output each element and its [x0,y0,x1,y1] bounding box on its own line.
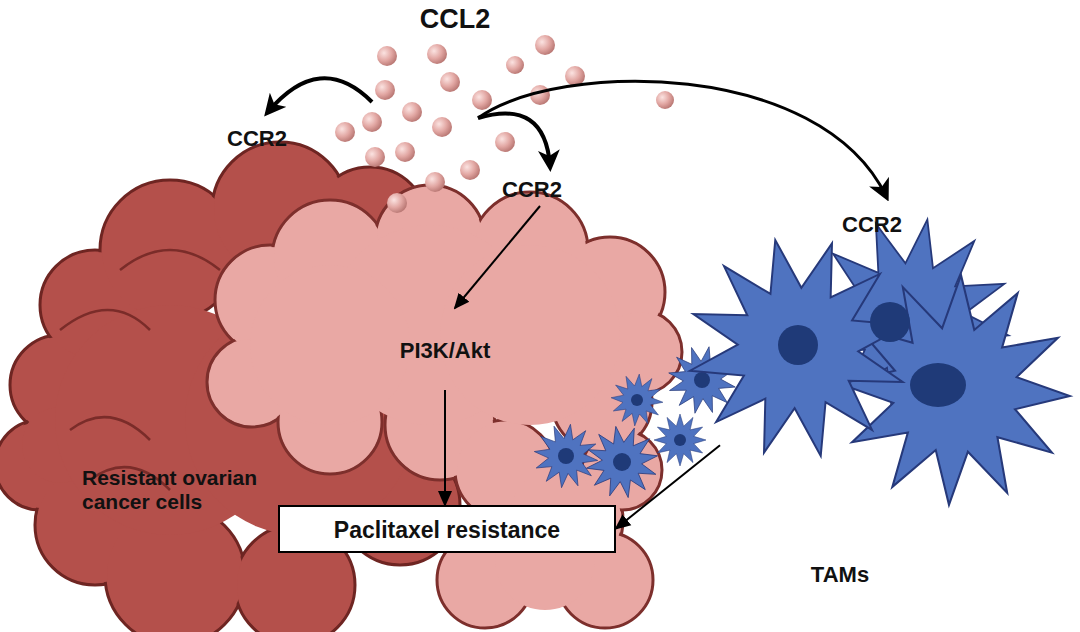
tam-cells [659,202,1075,511]
binding-arrows [268,78,886,308]
ligand-label: CCL2 [420,4,491,35]
node-text: Paclitaxel resistance [280,517,614,543]
receptor-label: CCR2 [502,177,562,203]
pink-cell-cloud [207,185,682,628]
node-text: TAMs [790,562,890,587]
tam-group: TAMs [720,210,1075,600]
outcome-box: Paclitaxel resistance [278,505,616,553]
pathway-region: PI3K/Akt [330,320,560,390]
receptor-label: CCR2 [842,212,902,238]
cell-cluster-label: Resistant ovarian cancer cells [82,466,277,552]
node-text: PI3K/Akt [330,338,560,363]
arrow-connector [616,445,720,528]
ccl2-molecules [335,35,674,213]
arrow-connector [444,390,446,505]
node-text: Resistant ovarian cancer cells [82,466,277,514]
receptor-label: CCR2 [227,126,287,152]
